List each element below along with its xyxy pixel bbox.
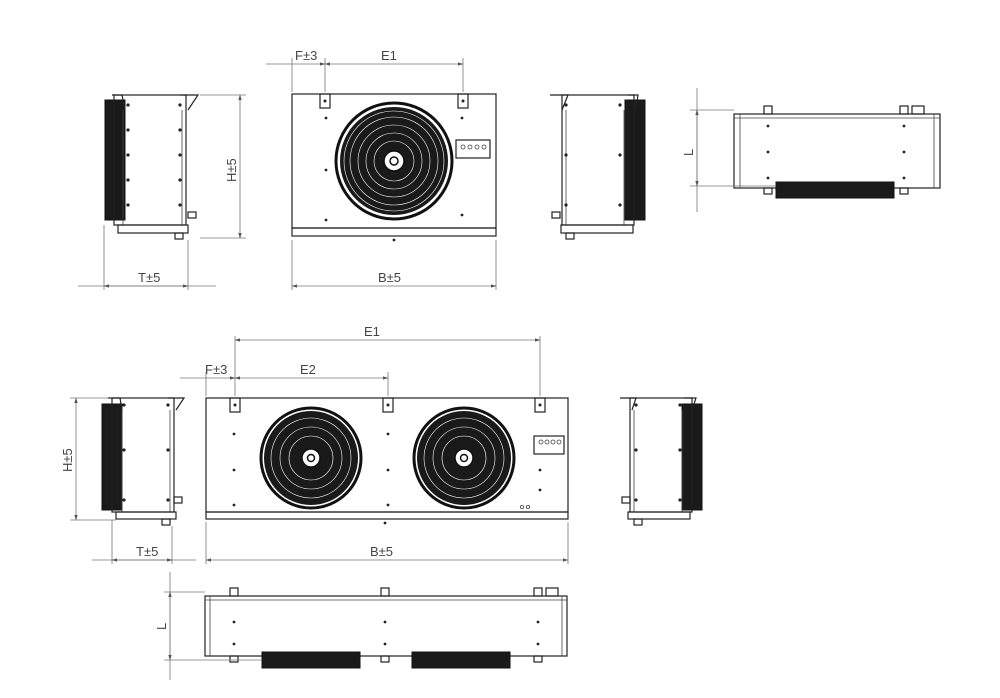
dim-b-top: B±5 xyxy=(378,270,401,285)
bottom-front-view xyxy=(205,397,569,525)
dim-e1-top: E1 xyxy=(381,48,397,63)
bottom-left-side-view xyxy=(101,397,186,526)
top-right-side-view xyxy=(550,94,646,240)
dim-h-top: H±5 xyxy=(224,158,239,182)
dim-f-bottom: F±3 xyxy=(205,362,227,377)
coil-block xyxy=(104,99,126,221)
bottom-right-side-view xyxy=(620,397,703,526)
top-front-view xyxy=(291,93,497,242)
dim-l-top: L xyxy=(681,149,696,156)
dim-h-bottom: H±5 xyxy=(60,448,75,472)
bottom-plan-view xyxy=(204,587,568,669)
dim-t-bottom: T±5 xyxy=(136,544,158,559)
dim-e2-bottom: E2 xyxy=(300,362,316,377)
top-plan-view xyxy=(733,105,941,199)
dim-f-top: F±3 xyxy=(295,48,317,63)
dim-e1-bottom: E1 xyxy=(364,324,380,339)
dim-t-top: T±5 xyxy=(138,270,160,285)
dim-b-bottom: B±5 xyxy=(370,544,393,559)
dim-l-bottom: L xyxy=(154,623,169,630)
top-left-side-view xyxy=(104,94,200,240)
